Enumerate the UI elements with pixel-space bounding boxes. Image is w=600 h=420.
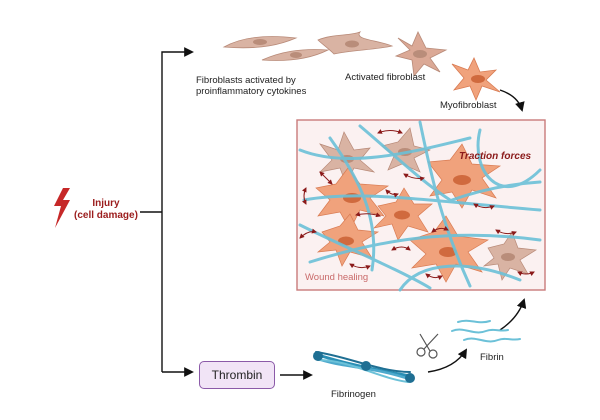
thrombin-label: Thrombin	[211, 368, 263, 382]
thrombin-box: Thrombin	[199, 361, 275, 389]
wound-healing-label: Wound healing	[305, 272, 369, 283]
arrow-myofibroblast-to-wound	[499, 89, 525, 112]
myofibroblast-label: Myofibroblast	[440, 100, 497, 111]
fibroblasts-label-line2: proinflammatory cytokines	[196, 86, 307, 97]
fibrin-fibers	[298, 120, 542, 292]
fibroblast-cells	[222, 31, 394, 61]
myofibroblast-cell	[451, 57, 501, 102]
arrow-to-fibroblasts	[161, 47, 194, 372]
fibrinogen-bundle	[313, 351, 415, 383]
lightning-bolt-icon	[54, 188, 70, 228]
scissors-icon	[416, 333, 439, 359]
injury-label-line2: (cell damage)	[74, 210, 138, 221]
wound-healing-panel	[296, 119, 546, 292]
injury-label-line1: Injury	[92, 198, 120, 209]
fibrin-label: Fibrin	[480, 352, 504, 363]
traction-arrows	[299, 129, 535, 281]
traction-forces-label: Traction forces	[459, 151, 532, 162]
fibroblasts-label: Fibroblasts activated by proinflammatory…	[196, 75, 306, 97]
fibrinogen-label: Fibrinogen	[331, 389, 376, 400]
arrow-fibrinogen-to-fibrin	[427, 348, 468, 373]
activated-fibroblast-label: Activated fibroblast	[345, 72, 426, 83]
injury-label: Injury (cell damage)	[74, 198, 138, 222]
fibroblasts-label-line1: Fibroblasts activated by	[196, 75, 296, 86]
arrow-fibrin-to-wound	[499, 298, 527, 331]
fibrin-strands	[451, 319, 521, 343]
flow-lines	[140, 47, 527, 380]
activated-fibroblast	[394, 31, 448, 77]
